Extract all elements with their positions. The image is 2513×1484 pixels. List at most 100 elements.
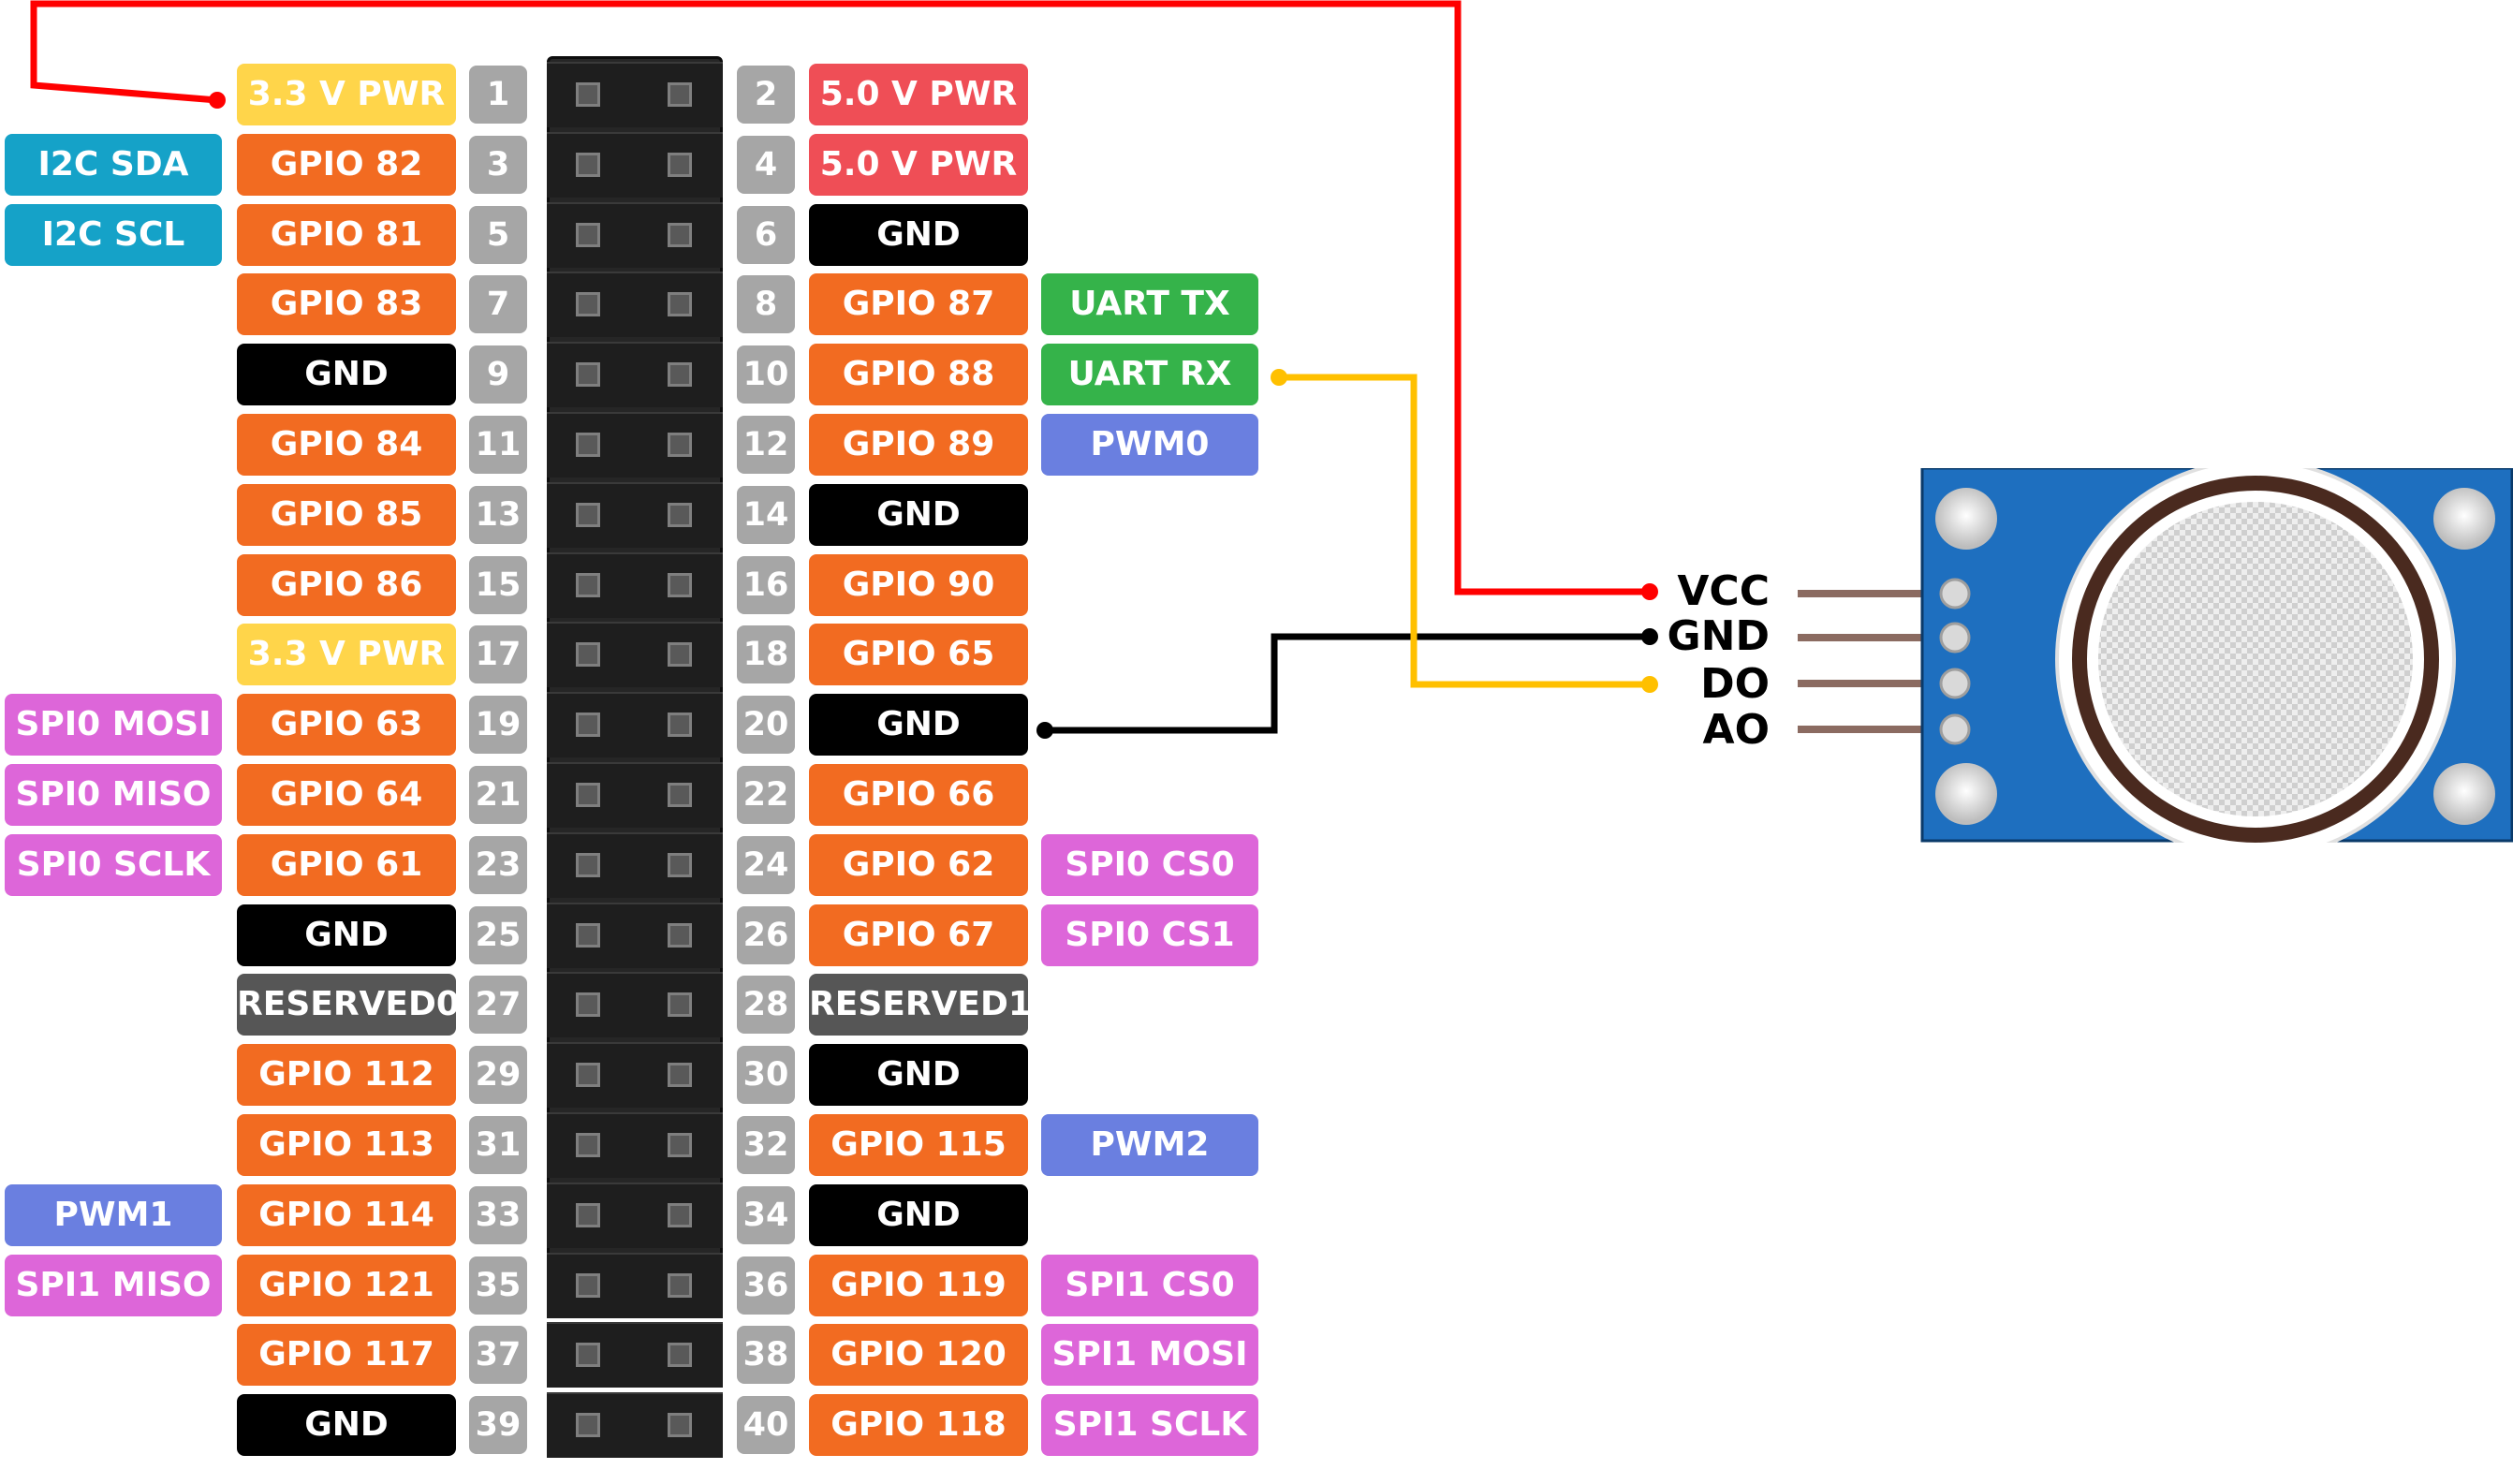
pin-number: 17 (469, 625, 527, 684)
header-segment (547, 272, 723, 338)
header-pin-hole (576, 82, 600, 107)
header-pin-hole (668, 713, 692, 738)
mount-hole-icon (1935, 488, 1997, 550)
pin-alt-label: SPI1 SCLK (1041, 1394, 1258, 1457)
vcc-wire-end-sensor (1641, 583, 1658, 600)
header-segment (547, 131, 723, 198)
solder-pad (1939, 622, 1971, 654)
pin-label: GND (237, 1394, 456, 1457)
pin-label: GPIO 114 (237, 1183, 456, 1246)
pin-label: GPIO 66 (809, 764, 1028, 826)
do-wire (1279, 374, 1650, 688)
header-pin-hole (576, 433, 600, 457)
pin-label: GND (809, 483, 1028, 546)
pin-number: 25 (469, 905, 527, 964)
sensor-graphic (1798, 459, 2513, 860)
solder-pad (1939, 713, 1971, 745)
pin-label: GPIO 64 (237, 764, 456, 826)
header-pin-hole (576, 992, 600, 1018)
pin-alt-label: SPI1 CS0 (1041, 1254, 1258, 1316)
pin-alt-label: UART RX (1041, 344, 1258, 406)
header-segment (547, 831, 723, 898)
header-pin-hole (668, 1413, 692, 1438)
pin-number: 9 (469, 345, 527, 404)
pin-label: GPIO 113 (237, 1114, 456, 1176)
header-segment (547, 692, 723, 758)
pin-number: 27 (469, 976, 527, 1035)
gnd-wire-end-sensor (1641, 628, 1658, 645)
header-pin-hole (576, 1343, 600, 1368)
header-pin-hole (668, 922, 692, 948)
pin-label: GPIO 86 (237, 553, 456, 616)
pin-label: GPIO 120 (809, 1324, 1028, 1387)
pin-number: 24 (737, 835, 795, 894)
pin-number: 39 (469, 1396, 527, 1455)
mount-hole-icon (2433, 763, 2495, 825)
gnd-wire-end-pin (1036, 722, 1053, 739)
pin-label: GPIO 67 (809, 904, 1028, 966)
header-segment (547, 622, 723, 688)
pin-number: 3 (469, 135, 527, 194)
header-pin-hole (576, 713, 600, 738)
header-segment (547, 972, 723, 1038)
pin-number: 40 (737, 1396, 795, 1455)
header-segment (547, 762, 723, 828)
header-pin-hole (576, 922, 600, 948)
header-pin-hole (576, 1063, 600, 1088)
header-pin-hole (668, 572, 692, 597)
header-segment (547, 1182, 723, 1248)
header-pin-hole (668, 1202, 692, 1227)
header-pin-hole (576, 1202, 600, 1227)
pin-number: 10 (737, 345, 795, 404)
solder-pad (1939, 668, 1971, 699)
pin-label: 5.0 V PWR (809, 133, 1028, 196)
header-pin-hole (668, 852, 692, 877)
header-pin-hole (576, 222, 600, 247)
pin-label: GPIO 82 (237, 133, 456, 196)
sensor-module (1798, 459, 2513, 860)
pin-number: 1 (469, 66, 527, 124)
header-pin-hole (668, 502, 692, 527)
pin-label: GPIO 83 (237, 273, 456, 336)
header-pin-hole (668, 82, 692, 107)
pin-number: 32 (737, 1116, 795, 1174)
pin-number: 4 (737, 135, 795, 194)
pin-label: GPIO 61 (237, 833, 456, 896)
pin-number: 5 (469, 205, 527, 264)
pin-label: GPIO 63 (237, 694, 456, 757)
header-pin-hole (668, 992, 692, 1018)
pin-label: GPIO 88 (809, 344, 1028, 406)
pin-number: 7 (469, 275, 527, 334)
pin-label: GPIO 90 (809, 553, 1028, 616)
sensor-pin-label-gnd: GND (1667, 612, 1770, 660)
pin-label: GPIO 85 (237, 483, 456, 546)
header-pin-hole (576, 642, 600, 668)
pin-number: 19 (469, 696, 527, 755)
header-segment (547, 1392, 723, 1459)
header-segment (547, 1252, 723, 1318)
header-segment (547, 412, 723, 478)
pin-number: 6 (737, 205, 795, 264)
vcc-wire-end-pin (209, 92, 226, 109)
header-pin-hole (576, 783, 600, 807)
header-segment (547, 342, 723, 408)
header-segment (547, 481, 723, 548)
pin-number: 2 (737, 66, 795, 124)
pin-number: 16 (737, 555, 795, 614)
sensor-pin-label-ao: AO (1702, 706, 1770, 754)
pin-label: GND (237, 344, 456, 406)
pin-label: GPIO 117 (237, 1324, 456, 1387)
pin-label: GPIO 115 (809, 1114, 1028, 1176)
pin-label: GND (809, 694, 1028, 757)
pin-number: 34 (737, 1185, 795, 1244)
pin-label: GPIO 119 (809, 1254, 1028, 1316)
pin-number: 8 (737, 275, 795, 334)
pin-label: GND (809, 203, 1028, 266)
pin-number: 18 (737, 625, 795, 684)
pin-number: 30 (737, 1046, 795, 1105)
header-pin-hole (668, 433, 692, 457)
pin-label: 5.0 V PWR (809, 64, 1028, 125)
header-pin-hole (576, 572, 600, 597)
pin-number: 28 (737, 976, 795, 1035)
header-pin-hole (668, 1133, 692, 1157)
